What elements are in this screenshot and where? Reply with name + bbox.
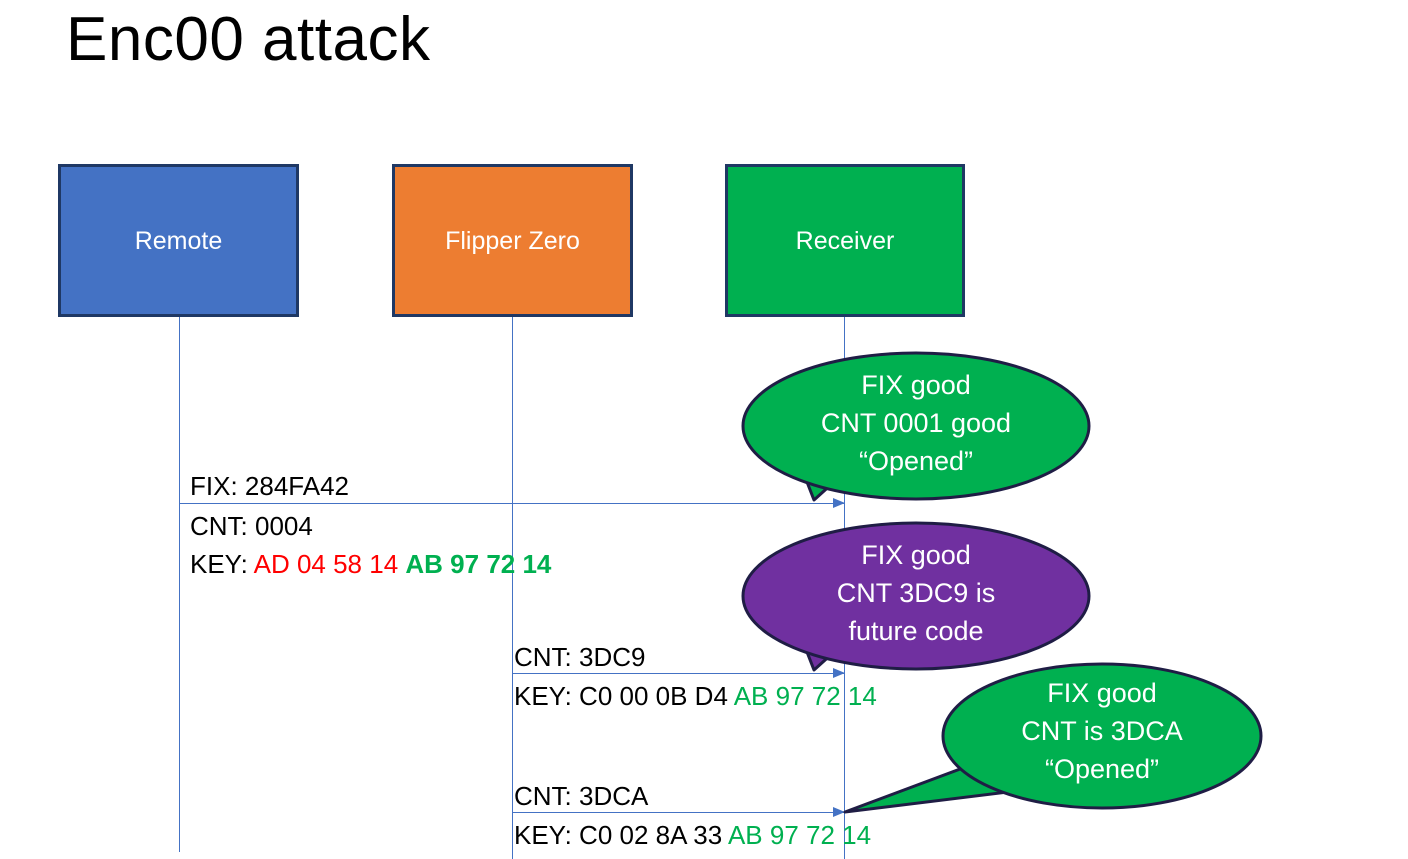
message-label-key-flipper-2: KEY: C0 02 8A 33 AB 97 72 14 xyxy=(514,818,871,852)
key-second-half: AB 97 72 14 xyxy=(405,549,552,579)
key-second-half: AB 97 72 14 xyxy=(733,681,877,711)
message-label-cnt-flipper-2: CNT: 3DCA xyxy=(514,781,649,811)
message-arrow-flipper-to-receiver-1 xyxy=(512,668,845,678)
message-label-key-flipper-1: KEY: C0 00 0B D4 AB 97 72 14 xyxy=(514,679,877,713)
callout-shape-1 xyxy=(741,351,1091,502)
callout-shape-3 xyxy=(843,662,1263,814)
lifeline-remote xyxy=(179,317,180,852)
actor-label-flipper-zero: Flipper Zero xyxy=(445,226,580,255)
callout-shape-2 xyxy=(741,521,1091,672)
message-arrow-flipper-to-receiver-2 xyxy=(512,807,845,817)
key-prefix: KEY: C0 00 0B D4 xyxy=(514,681,734,711)
actor-box-receiver[interactable]: Receiver xyxy=(725,164,965,317)
key-prefix: KEY: xyxy=(190,549,254,579)
message-label-cnt-remote: CNT: 0004 xyxy=(190,511,313,541)
callout-receiver-response-3: FIX good CNT is 3DCA “Opened” xyxy=(843,660,1263,815)
key-prefix: KEY: C0 02 8A 33 xyxy=(514,820,728,850)
callout-receiver-response-1: FIX good CNT 0001 good “Opened” xyxy=(741,351,1091,504)
actor-label-receiver: Receiver xyxy=(795,226,895,255)
actor-label-remote: Remote xyxy=(134,226,223,255)
lifeline-flipper-zero xyxy=(512,317,513,859)
message-label-fix-remote: FIX: 284FA42 xyxy=(190,471,349,501)
actor-box-flipper-zero[interactable]: Flipper Zero xyxy=(392,164,633,317)
key-second-half: AB 97 72 14 xyxy=(727,820,872,850)
page-title: Enc00 attack xyxy=(66,5,431,74)
actor-box-remote[interactable]: Remote xyxy=(58,164,299,317)
message-arrow-remote-to-receiver xyxy=(179,498,845,508)
key-first-half: AD 04 58 14 xyxy=(253,549,399,579)
message-label-key-remote: KEY: AD 04 58 14 AB 97 72 14 xyxy=(190,547,551,581)
message-label-cnt-flipper-1: CNT: 3DC9 xyxy=(514,642,646,672)
callout-receiver-response-2: FIX good CNT 3DC9 is future code xyxy=(741,521,1091,674)
